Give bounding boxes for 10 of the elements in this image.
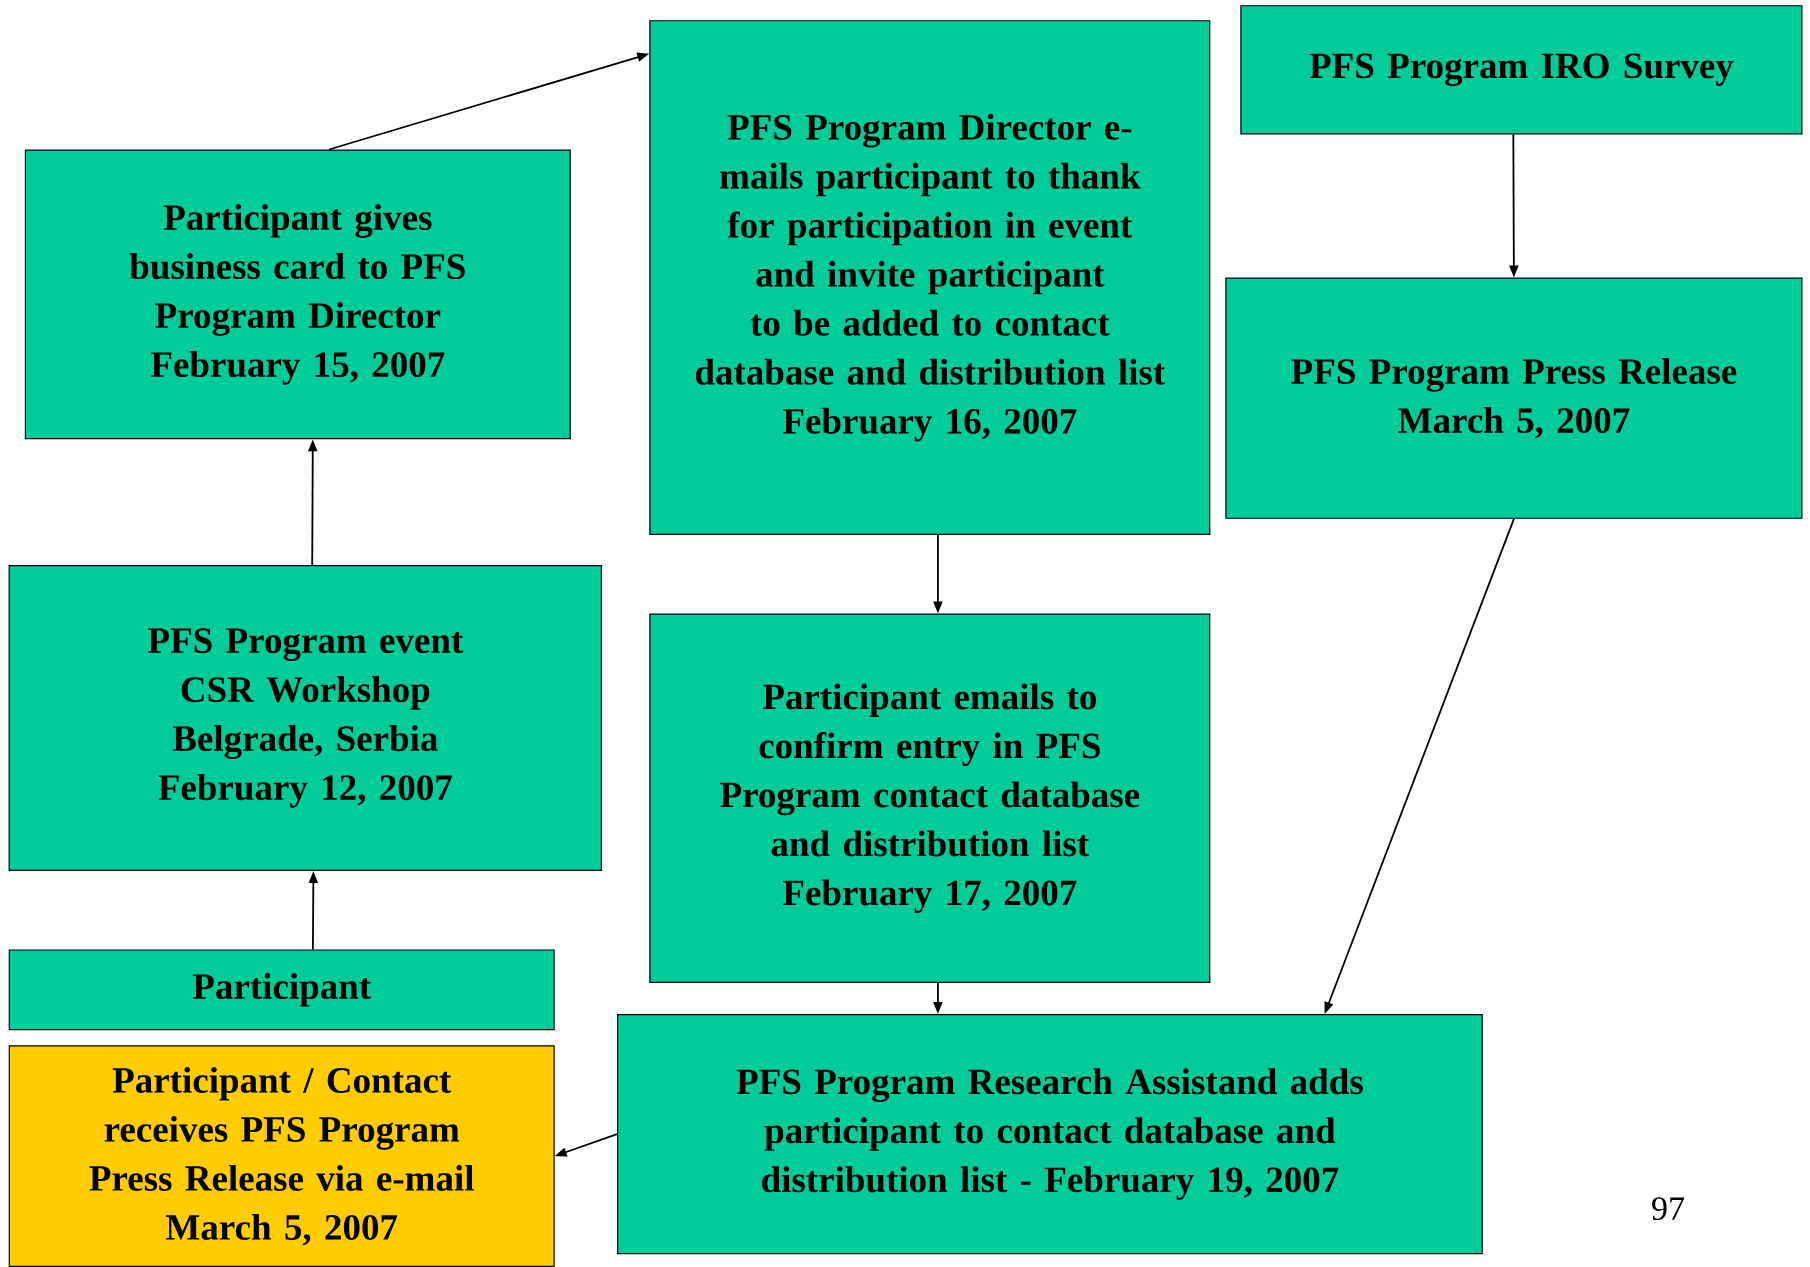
process-box: PFS Program IRO Survey xyxy=(1240,5,1803,135)
process-box: PFS Program Director e-mails participant to thank for participation in event and invite participant to be added to contact database and distribution list February 16, 2007 xyxy=(649,20,1211,536)
process-box: PFS Program Press Release March 5, 2007 xyxy=(1225,277,1803,519)
process-box: Participant xyxy=(8,949,555,1031)
process-box: PFS Program event CSR Workshop Belgrade, Serbia February 12, 2007 xyxy=(8,565,602,871)
process-box: Participant emails to confirm entry in PFS Program contact database and distribution list February 17, 2007 xyxy=(649,613,1211,983)
process-box: PFS Program Research Assistand adds participant to contact database and distribution list - February 19, 2007 xyxy=(617,1014,1483,1255)
process-box: Participant / Contact receives PFS Program Press Release via e-mail March 5, 2007 xyxy=(8,1045,555,1267)
process-box: Participant gives business card to PFS Program Director February 15, 2007 xyxy=(24,149,571,440)
page-number: 97 xyxy=(1652,1197,1685,1221)
